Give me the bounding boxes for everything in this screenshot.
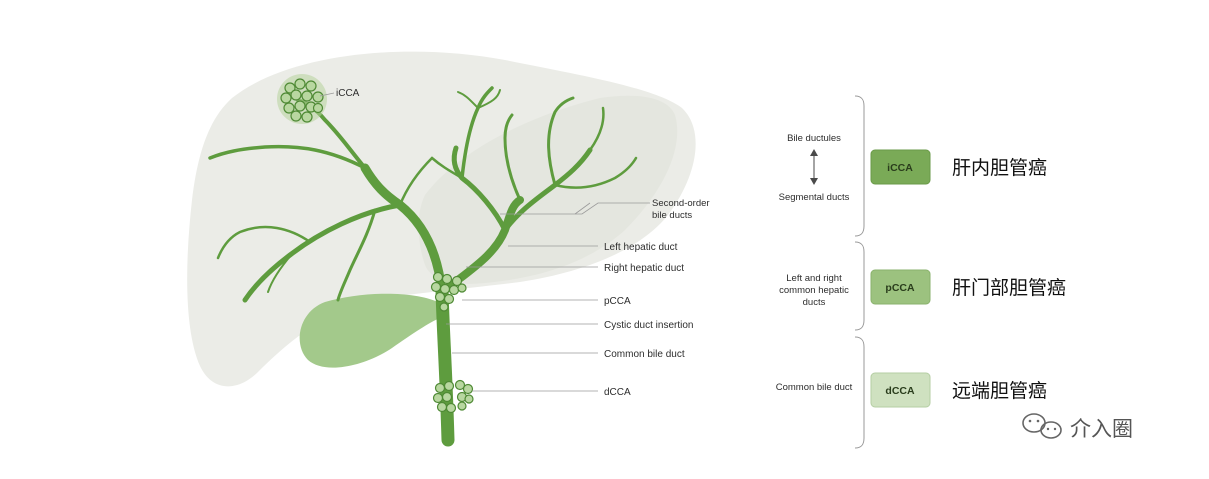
label-right-hepatic-duct: Right hepatic duct	[604, 263, 684, 274]
label-left-right-1: Left and right	[786, 273, 842, 284]
label-second-order-1: Second-order	[652, 198, 710, 209]
label-left-hepatic-duct: Left hepatic duct	[604, 242, 678, 253]
pcca-tumor-cluster	[430, 271, 467, 312]
box-icca-label: iCCA	[887, 162, 913, 174]
icca-tumor-cluster	[277, 74, 327, 124]
label-dcca: dCCA	[604, 387, 631, 398]
bile-duct-tree	[208, 86, 638, 447]
label-common-bile-duct-right: Common bile duct	[776, 382, 853, 393]
chinese-pcca: 肝门部胆管癌	[952, 277, 1066, 299]
bracket-icca	[854, 95, 865, 237]
box-pcca	[870, 269, 931, 305]
label-second-order-2: bile ducts	[652, 210, 692, 221]
double-arrow-icon	[810, 149, 818, 185]
chinese-icca: 肝内胆管癌	[952, 157, 1047, 179]
bracket-pcca	[854, 241, 865, 331]
label-left-right-3: ducts	[803, 297, 826, 308]
box-pcca-label: pCCA	[885, 282, 915, 294]
chinese-dcca: 远端胆管癌	[952, 380, 1047, 402]
label-pcca: pCCA	[604, 296, 631, 307]
dcca-tumor-cluster	[432, 379, 474, 414]
label-bile-ductules: Bile ductules	[787, 133, 841, 144]
bracket-dcca	[854, 336, 865, 449]
box-dcca-label: dCCA	[885, 385, 915, 397]
box-icca	[870, 149, 931, 185]
label-icca-tumor: iCCA	[336, 88, 360, 99]
box-dcca	[870, 372, 931, 408]
leader-lines	[319, 92, 650, 392]
gallbladder	[299, 293, 440, 368]
label-segmental-ducts: Segmental ducts	[779, 192, 850, 203]
label-left-right-2: common hepatic	[779, 285, 849, 296]
label-common-bile-duct: Common bile duct	[604, 349, 685, 360]
label-cystic-duct-insertion: Cystic duct insertion	[604, 320, 693, 331]
wechat-icon	[1022, 413, 1062, 439]
watermark-text: 介入圈	[1070, 417, 1133, 441]
